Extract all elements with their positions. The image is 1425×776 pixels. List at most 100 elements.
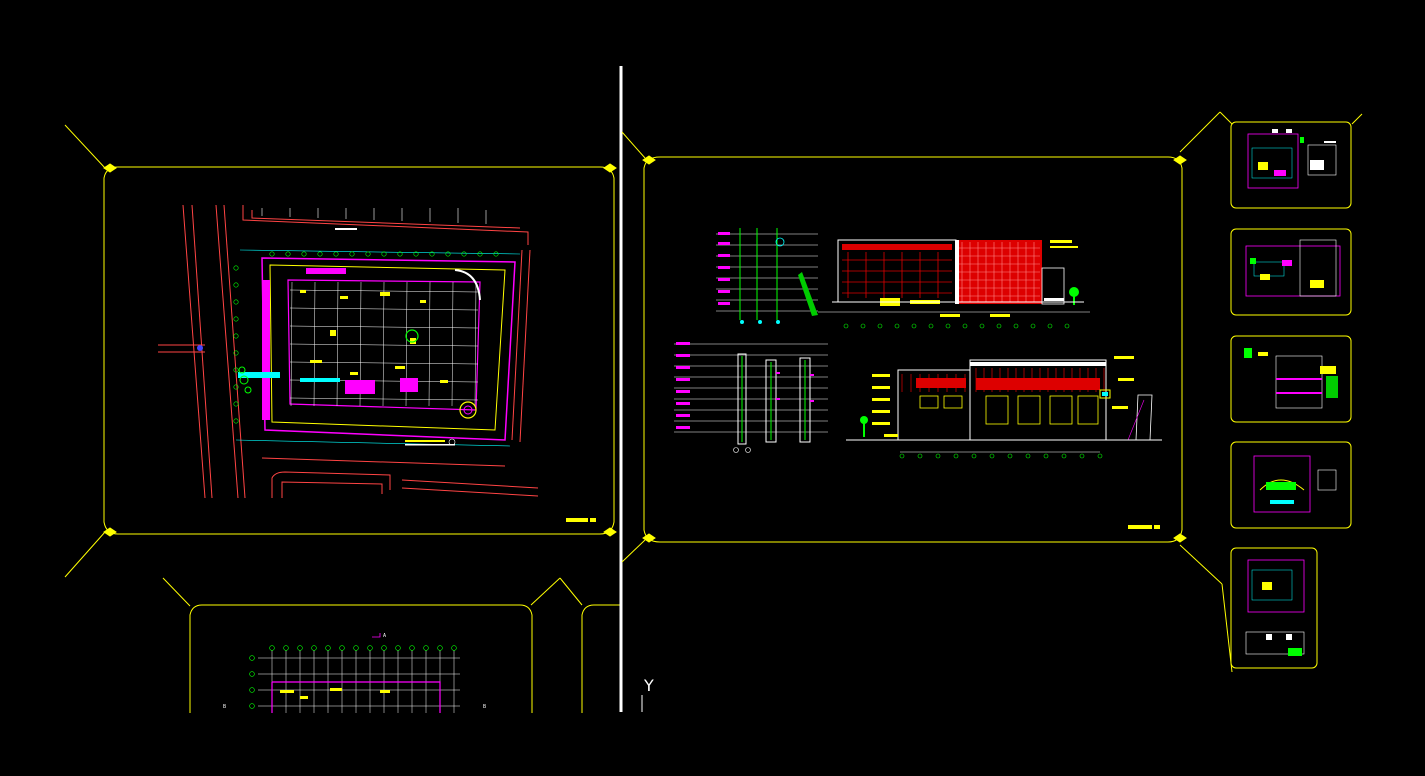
grid-bubble: [397, 251, 403, 257]
title-block-site-plan: [566, 518, 596, 522]
thumb-sheet-5[interactable]: [1230, 547, 1318, 669]
grid-bubble: [1064, 323, 1070, 329]
grid-bubble: [989, 453, 995, 459]
grid-bubble: [365, 251, 371, 257]
grid-bubble: [962, 323, 968, 329]
grid-label-b-left: B: [223, 704, 226, 710]
grid-bubble: [233, 333, 239, 339]
grid-bubble: [1047, 323, 1053, 329]
thumbnail-sheets[interactable]: [1219, 111, 1363, 673]
grid-bubble: [971, 453, 977, 459]
plan-grid-line: [289, 307, 479, 311]
grid-bubble: [1007, 453, 1013, 459]
grid-bubble: [325, 645, 331, 651]
section-mark-a: A: [383, 633, 386, 639]
grid-bubble: [269, 645, 275, 651]
grid-bubble: [429, 251, 435, 257]
section-drawing-top: [716, 228, 818, 324]
site-plan-building: [197, 249, 521, 447]
site-plan-labels: [335, 228, 456, 446]
elevation-drawing-bottom: [846, 356, 1162, 459]
plan-grid-line: [428, 281, 431, 407]
grid-bubble: [233, 265, 239, 271]
sheet-site-plan[interactable]: [64, 124, 617, 578]
grid-bubble: [945, 323, 951, 329]
grid-bubble: [311, 645, 317, 651]
grid-bubble: [899, 453, 905, 459]
site-roads: [158, 204, 539, 499]
grid-bubble: [917, 453, 923, 459]
grid-bubble: [367, 645, 373, 651]
grid-bubble: [233, 316, 239, 322]
grid-bubble: [1097, 453, 1103, 459]
grid-bubble: [249, 687, 255, 693]
thumb-sheet-3[interactable]: [1230, 335, 1352, 423]
grid-bubble: [409, 645, 415, 651]
grid-bubble: [395, 645, 401, 651]
grid-bubble: [249, 671, 255, 677]
grid-bubble: [477, 251, 483, 257]
grid-bubble: [233, 401, 239, 407]
plan-grid-line: [289, 343, 479, 347]
grid-bubble: [233, 299, 239, 305]
grid-bubble: [928, 323, 934, 329]
grid-bubble: [233, 282, 239, 288]
grid-bubble: [953, 453, 959, 459]
grid-bubble: [1025, 453, 1031, 459]
grid-bubble: [233, 367, 239, 373]
grid-bubble: [413, 251, 419, 257]
plan-grid-line: [289, 325, 479, 329]
sheet-elevations[interactable]: [621, 111, 1223, 585]
thumb-sheet-1[interactable]: [1230, 121, 1352, 209]
grid-bubble: [233, 384, 239, 390]
grid-bubble: [381, 251, 387, 257]
grid-bubble: [233, 350, 239, 356]
grid-bubble: [423, 645, 429, 651]
grid-bubble: [353, 645, 359, 651]
property-ticks: [261, 208, 487, 224]
grid-bubble: [996, 323, 1002, 329]
grid-bubble: [1013, 323, 1019, 329]
grid-bubble: [233, 418, 239, 424]
plan-grid-line: [382, 281, 385, 407]
elevation-drawing-top: [818, 239, 1090, 329]
grid-bubble: [349, 251, 355, 257]
plan-grid-line: [474, 281, 477, 407]
grid-label-b-right: B: [483, 704, 486, 710]
grid-bubble: [860, 323, 866, 329]
plan-grid-line: [313, 281, 316, 407]
plan-grid-line: [451, 281, 454, 407]
grid-bubble: [1061, 453, 1067, 459]
grid-bubble: [877, 323, 883, 329]
thumb-sheet-2[interactable]: [1230, 228, 1352, 316]
title-block-elevations: [1128, 525, 1160, 529]
grid-bubble: [445, 251, 451, 257]
section-drawing-bottom: [674, 342, 828, 453]
grid-bubble: [269, 251, 275, 257]
grid-bubble: [285, 251, 291, 257]
grid-bubble: [437, 645, 443, 651]
grid-bubble: [1030, 323, 1036, 329]
grid-bubble: [317, 251, 323, 257]
ucs-icon: Y: [641, 676, 654, 712]
grid-bubble: [333, 251, 339, 257]
sheet-floor-plan-partial[interactable]: A B B: [162, 577, 620, 713]
grid-bubble: [935, 453, 941, 459]
grid-bubble: [911, 323, 917, 329]
grid-bubble: [297, 645, 303, 651]
plan-grid-line: [289, 397, 479, 401]
thumb-sheet-4[interactable]: [1230, 441, 1352, 529]
grid-bubble: [249, 655, 255, 661]
plan-grid-line: [336, 281, 339, 407]
svg-text:Y: Y: [643, 676, 654, 695]
grid-bubble: [283, 645, 289, 651]
plan-grid-line: [289, 289, 479, 293]
grid-bubble: [301, 251, 307, 257]
grid-bubble: [381, 645, 387, 651]
grid-bubble: [339, 645, 345, 651]
grid-bubble: [461, 251, 467, 257]
grid-bubble: [451, 645, 457, 651]
grid-bubble: [894, 323, 900, 329]
grid-bubble: [1043, 453, 1049, 459]
